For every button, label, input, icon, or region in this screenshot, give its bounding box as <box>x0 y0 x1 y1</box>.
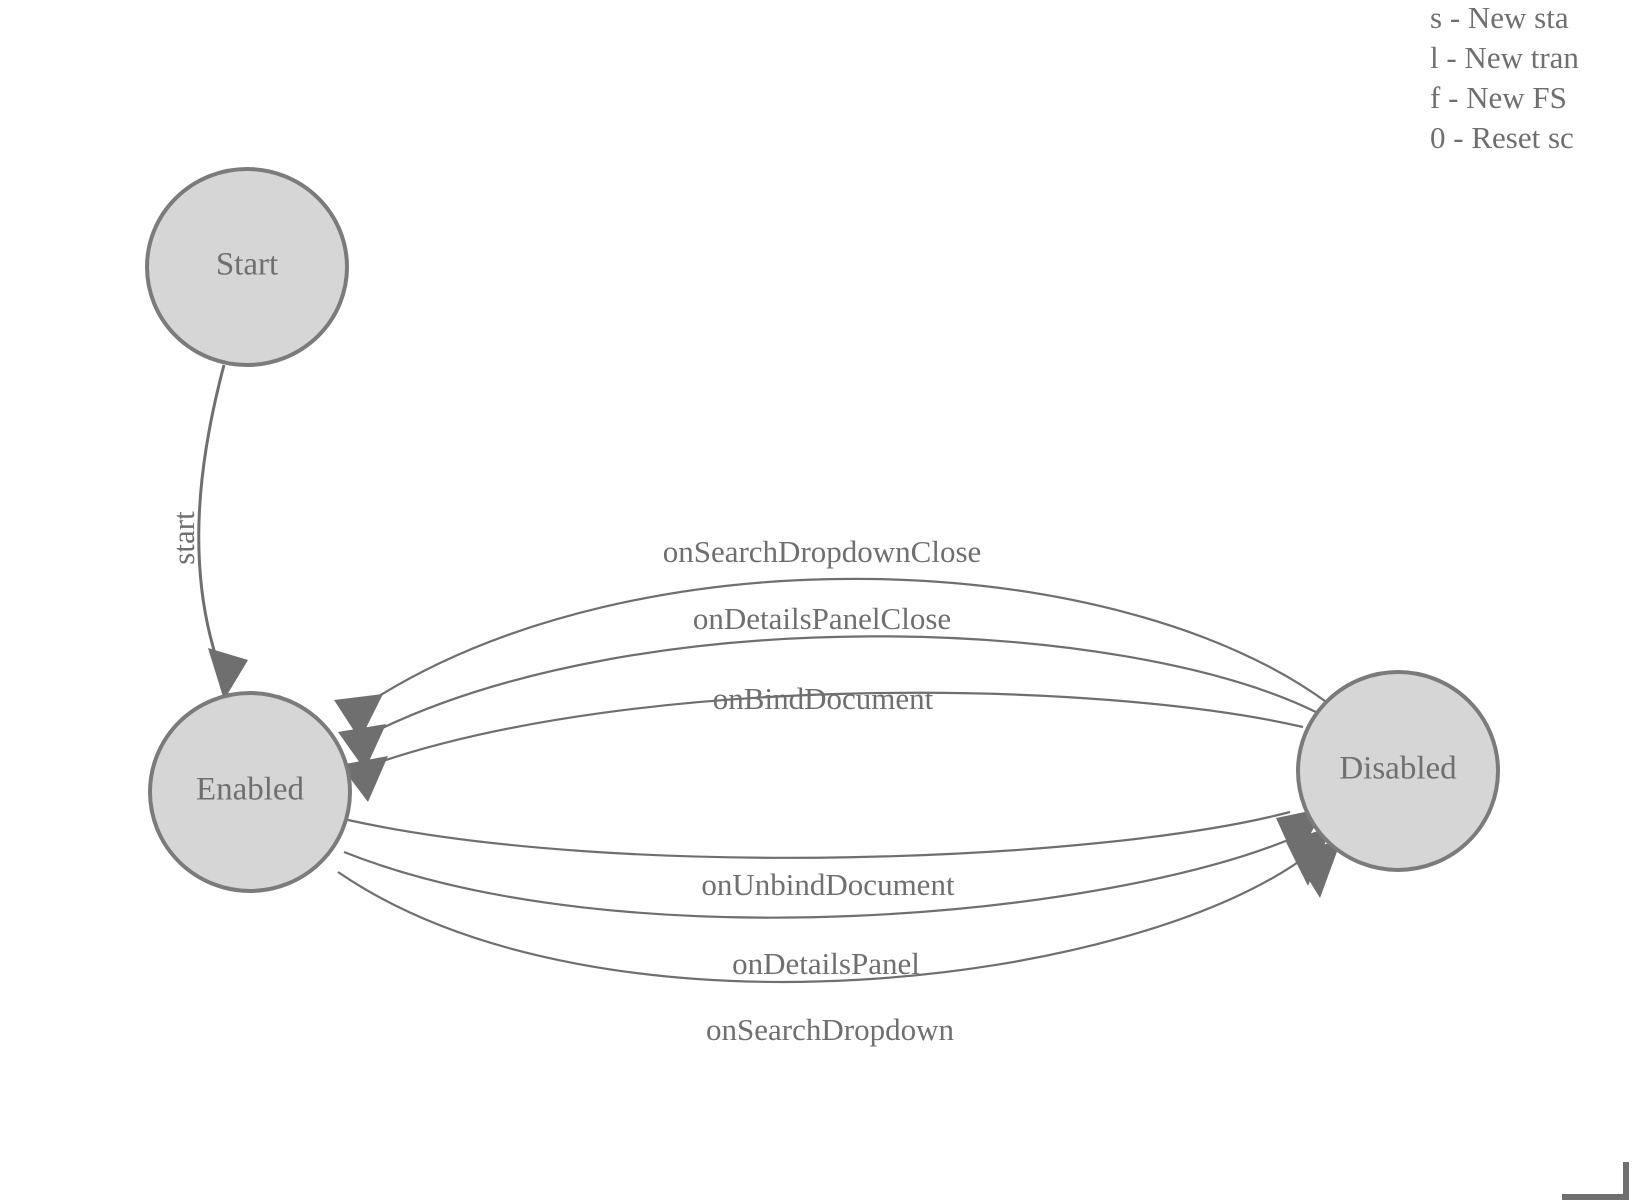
edge-label-searchdropdownclose[interactable]: onSearchDropdownClose <box>663 534 982 569</box>
arrowhead-searchdropdown <box>1294 838 1342 898</box>
edge-label-unbinddocument[interactable]: onUnbindDocument <box>701 867 955 902</box>
edge-disabled-to-enabled-binddocument[interactable] <box>340 691 1304 802</box>
resize-corner-handle[interactable] <box>1562 1162 1629 1200</box>
node-disabled-label: Disabled <box>1339 751 1457 787</box>
arrowhead-searchdropdownclose <box>334 694 383 740</box>
edge-line-searchdropdownclose[interactable] <box>367 577 1330 705</box>
node-enabled-label: Enabled <box>196 772 305 808</box>
edge-line-start[interactable] <box>197 364 226 661</box>
node-layer: Start Enabled Disabled <box>145 167 1500 893</box>
help-line-new-fsm: f - New FS <box>1430 80 1567 115</box>
edge-disabled-to-enabled-searchdropdownclose[interactable] <box>334 577 1330 740</box>
edge-enabled-to-disabled-unbinddocument[interactable] <box>347 808 1324 862</box>
edge-line-detailspanelclose[interactable] <box>371 635 1319 734</box>
edge-label-searchdropdown[interactable]: onSearchDropdown <box>706 1012 954 1047</box>
help-line-reset: 0 - Reset sc <box>1430 120 1574 155</box>
corner-bracket-icon[interactable] <box>1562 1162 1629 1200</box>
node-enabled-shape[interactable] <box>148 691 352 893</box>
arrowhead-detailspanelclose <box>338 724 386 770</box>
edge-label-detailspanel[interactable]: onDetailsPanel <box>732 946 920 981</box>
arrowhead-start-to-enabled <box>208 648 248 700</box>
edge-label-binddocument[interactable]: onBindDocument <box>713 681 934 716</box>
edge-label-start[interactable]: start <box>166 511 201 565</box>
help-line-new-transition: l - New tran <box>1430 40 1579 75</box>
arrowhead-binddocument <box>340 756 388 802</box>
edge-line-searchdropdown[interactable] <box>337 851 1313 983</box>
edge-disabled-to-enabled-detailspanelclose[interactable] <box>338 635 1319 770</box>
edge-start-to-enabled[interactable] <box>197 364 248 700</box>
edge-enabled-to-disabled-searchdropdown[interactable] <box>337 838 1342 983</box>
node-start[interactable]: Start <box>145 167 349 367</box>
edge-line-detailspanel[interactable] <box>343 833 1301 919</box>
edge-line-unbinddocument[interactable] <box>347 810 1291 859</box>
node-disabled-shape[interactable] <box>1296 670 1500 872</box>
node-start-shape[interactable] <box>145 167 349 367</box>
edge-label-layer: start onSearchDropdownClose onDetailsPan… <box>166 511 981 1047</box>
edge-layer <box>197 364 1342 983</box>
help-overlay: s - New sta l - New tran f - New FS 0 - … <box>1430 0 1579 155</box>
help-line-new-state: s - New sta <box>1430 0 1569 35</box>
edge-line-binddocument[interactable] <box>373 691 1304 766</box>
edge-label-detailspanelclose[interactable]: onDetailsPanelClose <box>693 601 951 636</box>
node-disabled[interactable]: Disabled <box>1296 670 1500 872</box>
node-start-label: Start <box>216 247 278 283</box>
node-enabled[interactable]: Enabled <box>148 691 352 893</box>
